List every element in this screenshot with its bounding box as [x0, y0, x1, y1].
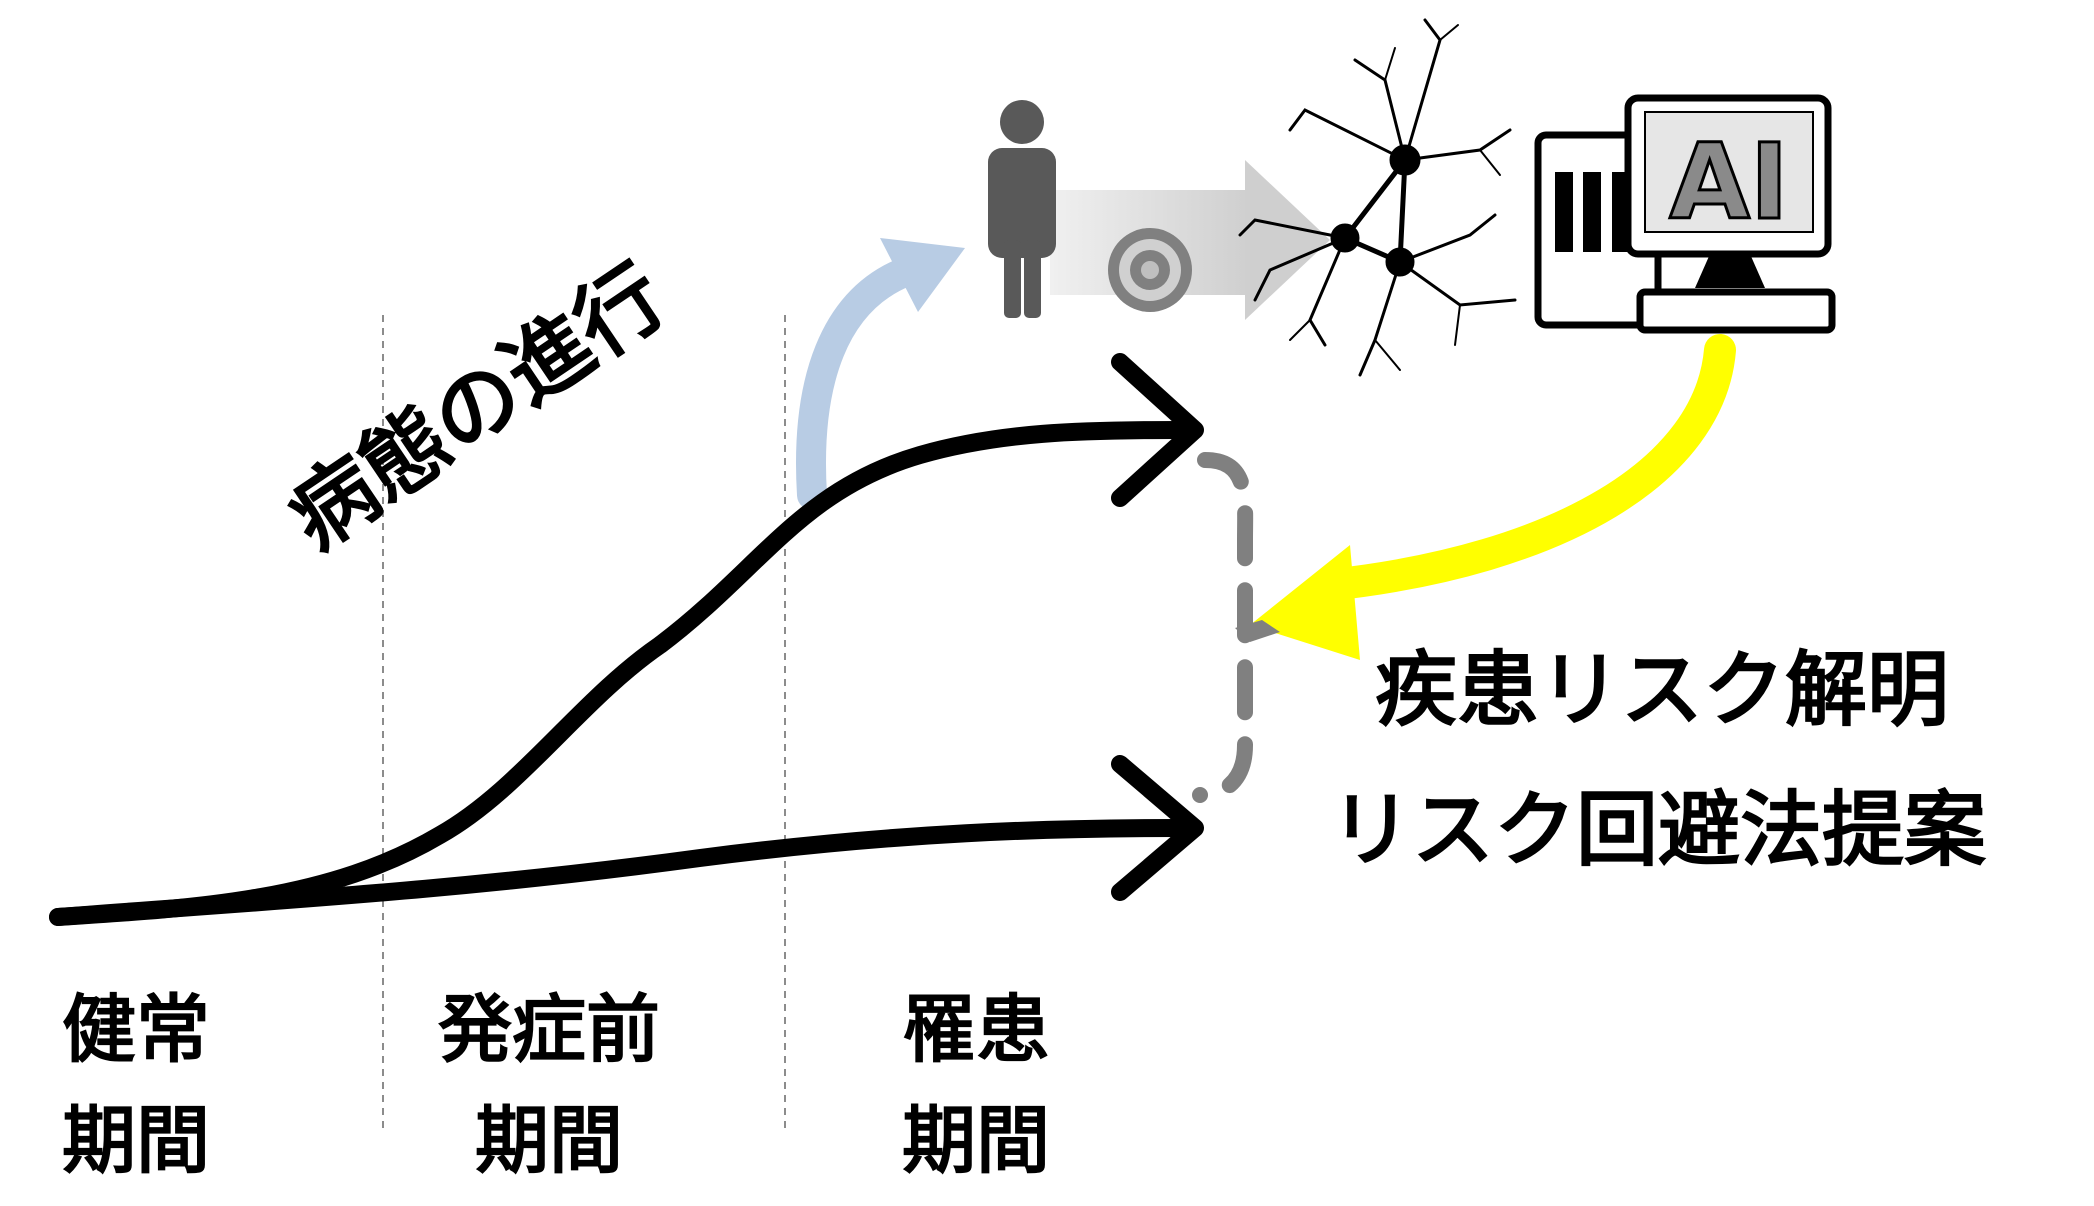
phase-healthy-line2: 期間 — [62, 1098, 210, 1184]
ai-screen-text: AI — [1669, 121, 1788, 243]
dashed-connector — [1192, 452, 1254, 803]
outcome-line-2: リスク回避法提案 — [1330, 783, 1987, 878]
phase-label-healthy: 健常 期間 — [62, 975, 210, 1197]
healthy-trajectory-curve — [49, 819, 1189, 926]
lower-arrowhead — [1111, 755, 1204, 901]
yellow-arrow — [1250, 334, 1736, 660]
upper-arrowhead — [1111, 353, 1204, 507]
ai-computer-icon — [1534, 94, 1836, 334]
gray-arrow — [1050, 160, 1330, 320]
phase-presymptomatic-line2: 期間 — [475, 1098, 623, 1184]
blue-arrow — [796, 238, 965, 510]
phase-disease-line2: 期間 — [902, 1098, 1050, 1184]
phase-label-presymptomatic: 発症前 期間 — [438, 975, 660, 1197]
disease-progression-curve — [49, 421, 1189, 926]
phase-disease-line1: 罹患 — [902, 987, 1050, 1073]
phase-healthy-line1: 健常 — [62, 987, 210, 1073]
eye-icon — [1108, 228, 1192, 312]
phase-label-disease: 罹患 期間 — [902, 975, 1050, 1197]
outcome-line-1: 疾患リスク解明 — [1375, 643, 1950, 738]
phase-presymptomatic-line1: 発症前 — [438, 987, 660, 1073]
neuron-icon — [1238, 18, 1517, 377]
person-icon — [988, 100, 1056, 318]
dashed-connector-notch — [1235, 620, 1280, 642]
